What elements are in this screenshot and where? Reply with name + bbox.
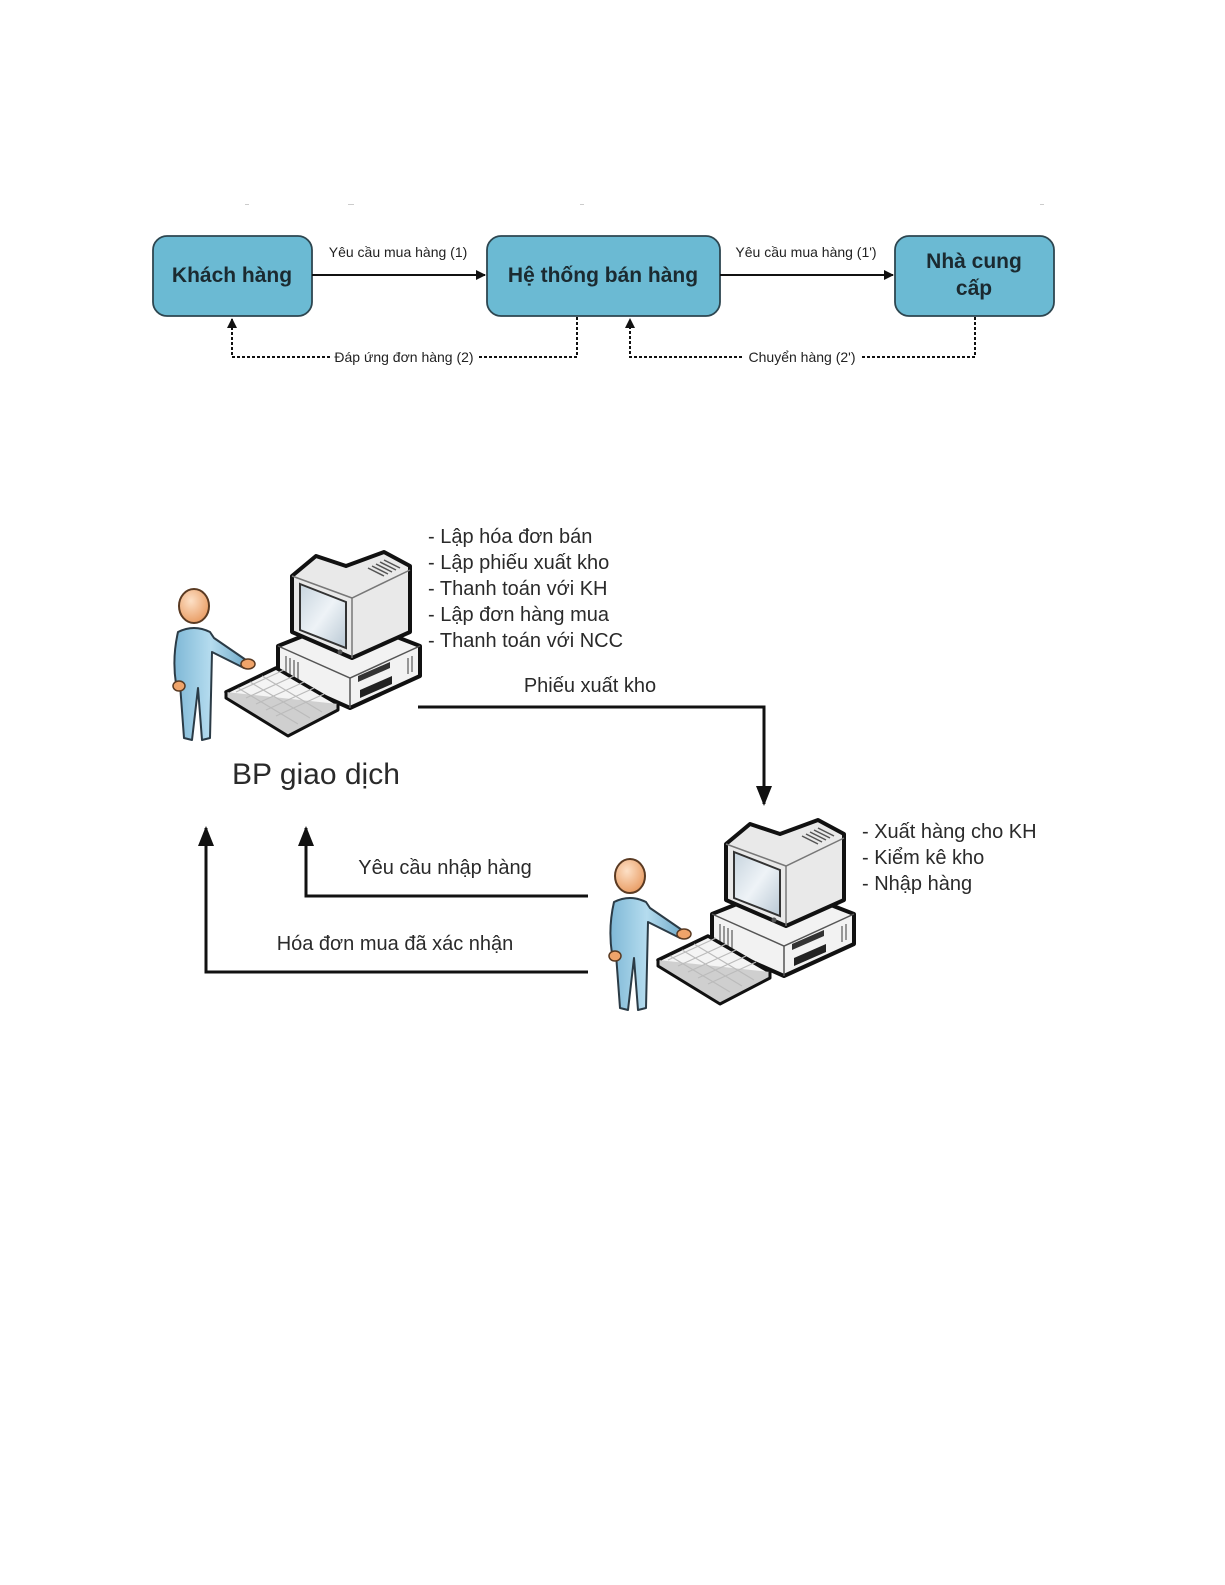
edge-2-line-left (227, 318, 330, 358)
flow-diagram: Khách hàng Hệ thống bán hàng Nhà cung cấ… (152, 204, 1055, 365)
warehouse-department: - Xuất hàng cho KH - Kiểm kê kho - Nhập … (608, 818, 1037, 1011)
edge-yeu-cau-mua-hang-1prime: Yêu cầu mua hàng (1') (720, 244, 894, 280)
arrow-phieu-xuat-kho: Phiếu xuất kho (418, 675, 772, 806)
transaction-department-title: BP giao dịch (232, 758, 400, 791)
edge-1-label: Yêu cầu mua hàng (1) (329, 244, 468, 260)
transaction-task: - Lập phiếu xuất kho (428, 552, 609, 574)
transaction-department: BP giao dịch - Lập hóa đơn bán - Lập phi… (172, 526, 623, 791)
arrow-phieu-xuat-kho-label: Phiếu xuất kho (524, 675, 656, 697)
transaction-task: - Thanh toán với KH (428, 578, 608, 600)
arrow-hoa-don-mua-line (198, 826, 588, 974)
node-he-thong-label: Hệ thống bán hàng (508, 264, 698, 287)
edge-chuyen-hang-2prime: Chuyển hàng (2') (625, 317, 976, 365)
node-khach-hang: Khách hàng (152, 235, 313, 317)
warehouse-task: - Kiểm kê kho (862, 847, 984, 869)
arrow-phieu-xuat-kho-line (418, 705, 772, 806)
node-nha-cung-cap-label-line1: Nhà cung (926, 250, 1022, 273)
warehouse-task: - Nhập hàng (862, 873, 972, 895)
arrow-hoa-don-mua-label: Hóa đơn mua đã xác nhận (277, 933, 514, 955)
warehouse-task: - Xuất hàng cho KH (862, 821, 1037, 843)
arrow-yeu-cau-nhap-hang: Yêu cầu nhập hàng (298, 826, 588, 898)
arrow-yeu-cau-nhap-hang-line (298, 826, 588, 898)
transaction-task: - Thanh toán với NCC (428, 630, 623, 652)
node-he-thong-ban-hang: Hệ thống bán hàng (486, 235, 721, 317)
node-nha-cung-cap: Nhà cung cấp (894, 235, 1055, 317)
arrow-hoa-don-mua-da-xac-nhan: Hóa đơn mua đã xác nhận (198, 826, 588, 974)
edge-2prime-line-left (625, 318, 742, 358)
arrow-yeu-cau-nhap-hang-label: Yêu cầu nhập hàng (358, 857, 532, 879)
transaction-task: - Lập hóa đơn bán (428, 526, 592, 548)
process-diagram: BP giao dịch - Lập hóa đơn bán - Lập phi… (172, 526, 1037, 1011)
person-icon (608, 858, 692, 1011)
edge-2-label: Đáp ứng đơn hàng (2) (334, 349, 473, 365)
warehouse-task-list: - Xuất hàng cho KH - Kiểm kê kho - Nhập … (862, 821, 1037, 895)
node-khach-hang-label: Khách hàng (172, 264, 292, 287)
edge-dap-ung-don-hang-2: Đáp ứng đơn hàng (2) (227, 317, 578, 365)
transaction-task-list: - Lập hóa đơn bán - Lập phiếu xuất kho -… (428, 526, 623, 652)
person-icon (172, 588, 256, 741)
edge-2prime-line-right (862, 317, 976, 358)
edge-1prime-label: Yêu cầu mua hàng (1') (735, 244, 876, 260)
edge-2-line-right (477, 317, 578, 358)
scan-artifacts (245, 204, 1044, 205)
edge-2prime-label: Chuyển hàng (2') (749, 349, 856, 365)
transaction-task: - Lập đơn hàng mua (428, 604, 610, 626)
edge-yeu-cau-mua-hang-1: Yêu cầu mua hàng (1) (312, 244, 486, 280)
node-nha-cung-cap-label-line2: cấp (956, 277, 992, 300)
